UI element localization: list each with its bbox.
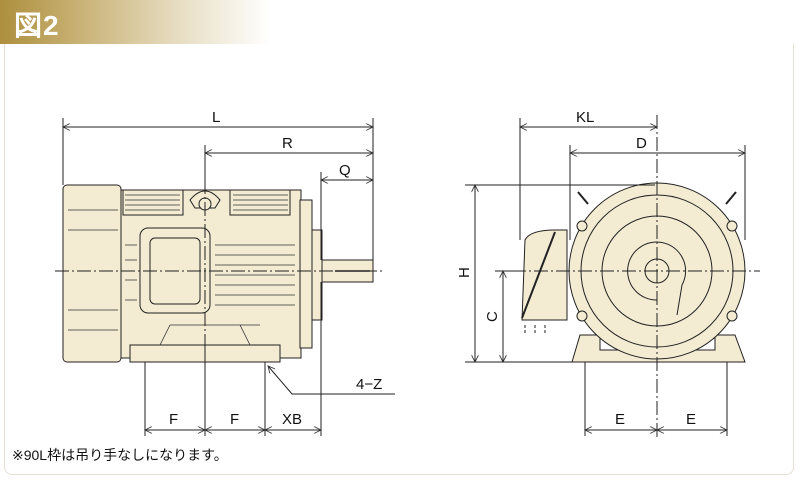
dim-R: R: [282, 135, 293, 152]
dim-E-1: E: [615, 411, 625, 428]
dim-C: C: [484, 311, 501, 322]
figure-title: 図2: [14, 10, 60, 41]
dim-Q: Q: [339, 162, 351, 179]
dim-F-2: F: [230, 411, 239, 428]
figure-title-banner: 図2: [0, 0, 270, 44]
dim-4-Z: 4−Z: [356, 376, 382, 393]
diagram-frame: [4, 44, 794, 475]
footnote: ※90L枠は吊り手なしになります。: [12, 447, 228, 463]
dim-E-2: E: [686, 411, 696, 428]
dim-H: H: [456, 267, 473, 278]
dim-L: L: [212, 109, 220, 126]
dim-KL: KL: [576, 109, 594, 126]
dim-F-1: F: [169, 411, 178, 428]
dim-XB: XB: [282, 411, 302, 428]
side-view-motor: [62, 184, 374, 363]
dim-D: D: [636, 135, 647, 152]
front-view-motor: [521, 182, 746, 363]
